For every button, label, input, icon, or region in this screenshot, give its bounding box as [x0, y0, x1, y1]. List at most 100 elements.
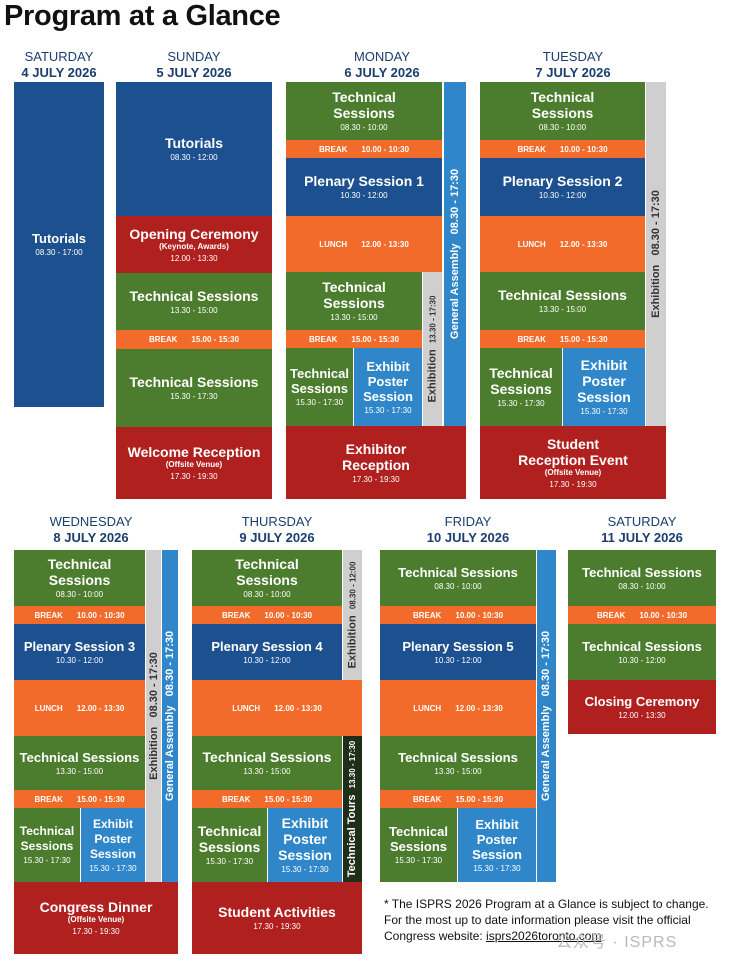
- block-label: Technical Sessions: [322, 279, 386, 311]
- sun5-tutorials: Tutorials 08.30 - 12:00: [116, 82, 272, 216]
- block-sub: (Offsite Venue): [67, 915, 125, 924]
- block-time: 10.00 - 10:30: [76, 610, 125, 620]
- block-label: Technical Sessions: [582, 638, 702, 654]
- mon6-general-assembly-bar: General Assembly 08.30 - 17:30: [444, 82, 466, 426]
- tue7-technical-1: Technical Sessions 08.30 - 10:00: [480, 82, 645, 140]
- block-label: Technical Sessions: [129, 287, 259, 304]
- block-time: 13.30 - 15:00: [170, 305, 218, 315]
- bar-time: 13.30 - 17:30: [428, 295, 438, 344]
- block-label: Technical Sessions: [498, 287, 627, 303]
- block-time: 08.30 - 10:00: [340, 123, 388, 132]
- block-label: BREAK: [318, 144, 348, 154]
- wed8-technical-2: Technical Sessions 13.30 - 15:00: [14, 736, 145, 790]
- block-label: Plenary Session 1: [304, 173, 424, 189]
- day-name: MONDAY: [353, 49, 411, 64]
- block-label: Technical Sessions: [530, 89, 595, 121]
- tue7-technical-3: Technical Sessions 15.30 - 17:30: [480, 348, 562, 426]
- block-label: Plenary Session 4: [211, 638, 323, 654]
- day-date: 4 JULY 2026: [21, 65, 97, 80]
- block-label: Exhibit Poster Session: [577, 357, 631, 405]
- block-label: Technical Sessions: [47, 556, 112, 588]
- sun5-opening-ceremony: Opening Ceremony (Keynote, Awards) 12.00…: [116, 216, 272, 273]
- block-time: 08.30 - 10:00: [434, 581, 482, 591]
- thu9-technical-1: Technical Sessions 08.30 - 10:00: [192, 550, 342, 606]
- block-time: 12.00 - 13:30: [170, 253, 218, 263]
- day-header-tue-7: TUESDAY 7 JULY 2026: [480, 49, 666, 81]
- bar-label: Exhibition: [426, 349, 439, 403]
- block-time: 15.30 - 17:30: [473, 863, 521, 873]
- block-label: Technical Sessions: [19, 824, 75, 853]
- tue7-plenary-2: Plenary Session 2 10.30 - 12:00: [480, 158, 645, 216]
- block-time: 10.30 - 12:00: [434, 655, 482, 665]
- block-label: Exhibitor Reception: [342, 440, 410, 473]
- note-line-1: * The ISPRS 2026 Program at a Glance is …: [384, 897, 709, 911]
- block-time: 17.30 - 19:30: [253, 922, 301, 931]
- wed8-break-2: BREAK 15.00 - 15:30: [14, 790, 145, 808]
- mon6-exhibit-poster: Exhibit Poster Session 15.30 - 17:30: [354, 348, 422, 426]
- bar-label: General Assembly: [164, 705, 177, 802]
- block-label: BREAK: [221, 610, 251, 620]
- tue7-student-reception: Student Reception Event (Offsite Venue) …: [480, 426, 666, 499]
- wed8-technical-1: Technical Sessions 08.30 - 10:00: [14, 550, 145, 606]
- disclaimer-note: * The ISPRS 2026 Program at a Glance is …: [384, 896, 734, 944]
- block-label: BREAK: [517, 334, 546, 344]
- block-label: Student Reception Event: [518, 435, 628, 468]
- block-sub: (Offsite Venue): [544, 467, 602, 477]
- wed8-exhibit-poster: Exhibit Poster Session 15.30 - 17:30: [81, 808, 145, 882]
- block-label: Exhibit Poster Session: [89, 816, 137, 861]
- block-time: 15.30 - 17:30: [497, 399, 545, 408]
- bar-time: 08.30 - 17:30: [147, 652, 160, 718]
- bar-time: 08.30 - 17:30: [164, 630, 177, 697]
- block-label: LUNCH: [517, 239, 546, 249]
- bar-time: 08.30 - 17:30: [650, 190, 662, 256]
- block-time: 12.00 - 13:30: [361, 239, 409, 249]
- block-label: Exhibit Poster Session: [278, 815, 332, 863]
- block-label: Student Activities: [218, 904, 336, 920]
- bar-label: Technical Tours: [346, 794, 359, 878]
- block-label: Technical Sessions: [489, 365, 553, 397]
- watermark: 公众号 · ISPRS: [556, 934, 678, 951]
- sun5-welcome-reception: Welcome Reception (Offsite Venue) 17.30 …: [116, 427, 272, 499]
- block-time: 10.30 - 12:00: [618, 655, 666, 665]
- block-time: 08.30 - 12:00: [170, 153, 218, 162]
- block-time: 15.30 - 17:30: [364, 405, 412, 415]
- bar-time: 13.30 - 17:30: [348, 740, 358, 789]
- block-label: BREAK: [412, 794, 442, 804]
- sat4-tutorials: Tutorials 08.30 - 17:00: [14, 82, 104, 407]
- block-label: Technical Sessions: [235, 556, 299, 588]
- block-time: 17.30 - 19:30: [72, 927, 120, 936]
- day-name: TUESDAY: [542, 49, 604, 64]
- block-label: Technical Sessions: [398, 564, 518, 580]
- block-time: 12.00 - 13:30: [76, 703, 125, 713]
- block-label: BREAK: [412, 610, 442, 620]
- block-time: 15.00 - 15:30: [76, 794, 125, 804]
- mon6-exhibitor-reception: Exhibitor Reception 17.30 - 19:30: [286, 426, 466, 499]
- block-time: 15.00 - 15:30: [191, 335, 240, 344]
- day-date: 11 JULY 2026: [601, 530, 683, 545]
- block-label: BREAK: [221, 794, 251, 804]
- tue7-technical-2: Technical Sessions 13.30 - 15:00: [480, 272, 645, 330]
- block-time: 15.00 - 15:30: [559, 334, 608, 344]
- block-sub: (Keynote, Awards): [159, 241, 229, 251]
- block-time: 12.00 - 13:30: [274, 703, 322, 713]
- thu9-exhibit-poster: Exhibit Poster Session 15.30 - 17:30: [268, 808, 342, 882]
- day-name: FRIDAY: [444, 514, 492, 529]
- block-time: 15.00 - 15:30: [455, 794, 504, 804]
- congress-website-link[interactable]: isprs2026toronto.com: [486, 929, 602, 943]
- block-time: 15.30 - 17:30: [205, 857, 254, 866]
- block-time: 13.30 - 15:00: [55, 766, 104, 776]
- block-label: BREAK: [34, 794, 63, 804]
- block-time: 13.30 - 15:00: [330, 313, 378, 322]
- block-time: 08.30 - 10:00: [618, 581, 666, 591]
- mon6-technical-1: Technical Sessions 08.30 - 10:00: [286, 82, 442, 140]
- block-label: Plenary Session 2: [502, 173, 623, 189]
- block-label: BREAK: [148, 335, 178, 344]
- block-label: Tutorials: [32, 231, 86, 246]
- fri10-break-2: BREAK 15.00 - 15:30: [380, 790, 536, 808]
